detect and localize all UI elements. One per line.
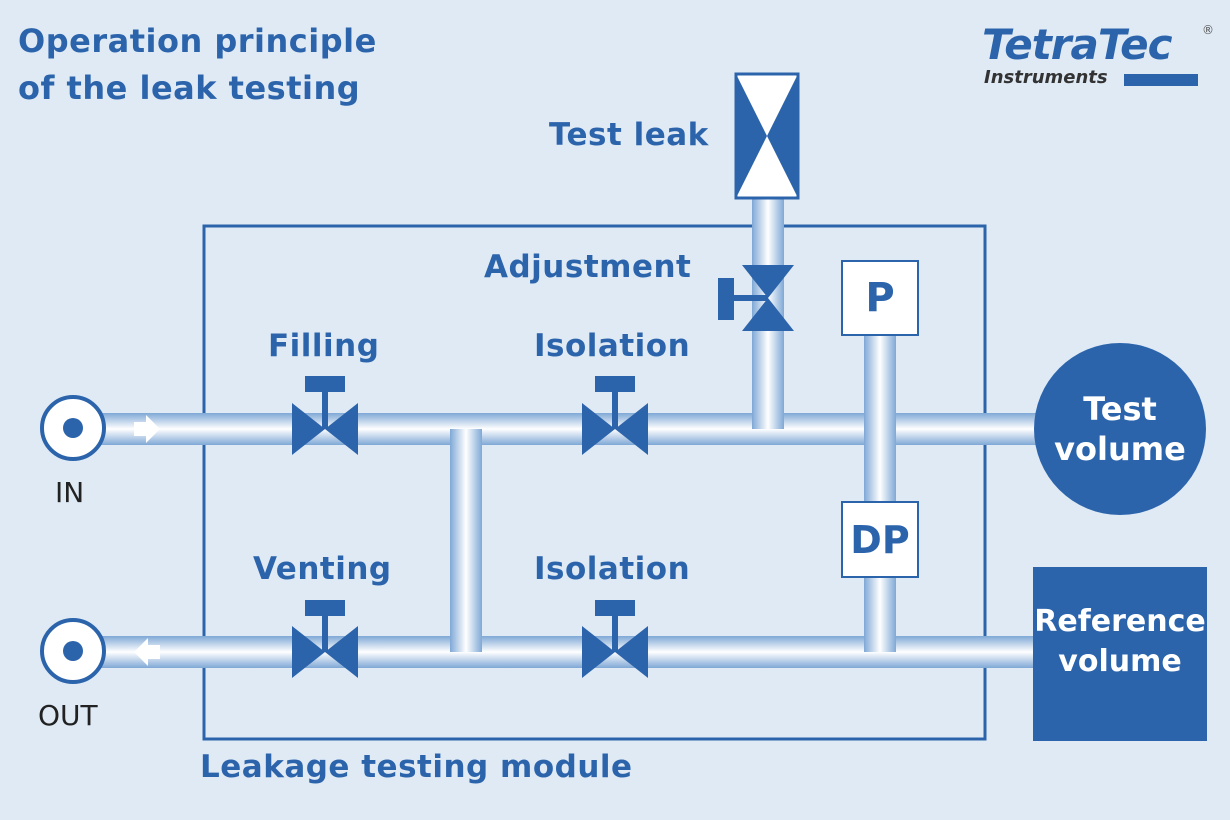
pipe-dp-upper bbox=[864, 429, 896, 501]
title-line-2: of the leak testing bbox=[18, 69, 361, 107]
outflow-arrow-icon bbox=[134, 638, 160, 666]
module-label: Leakage testing module bbox=[200, 749, 633, 785]
adjustment-label: Adjustment bbox=[484, 249, 692, 285]
differential-pressure-sensor-box: DP bbox=[841, 501, 919, 578]
logo-brand: TetraTec bbox=[982, 20, 1172, 69]
pressure-sensor-label: P bbox=[865, 275, 895, 321]
pipe-bottom-main bbox=[100, 636, 1040, 668]
isolation-bottom-label: Isolation bbox=[534, 551, 691, 587]
logo-subtitle: Instruments bbox=[984, 67, 1108, 88]
adjustment-valve-icon bbox=[718, 265, 794, 331]
title-line-1: Operation principle bbox=[18, 22, 377, 60]
logo-registered-mark: ® bbox=[1202, 23, 1214, 37]
reference-volume-tank bbox=[1033, 567, 1207, 741]
test-volume-line-1: Test bbox=[1083, 390, 1157, 428]
pipe-top-main bbox=[100, 413, 1040, 445]
venting-label: Venting bbox=[253, 551, 392, 587]
isolation-valve-bottom-icon bbox=[582, 600, 648, 678]
test-volume-label: Test volume bbox=[1034, 389, 1206, 469]
inflow-arrow-icon bbox=[134, 415, 160, 443]
pipe-cross-connector bbox=[450, 429, 482, 652]
in-port-icon bbox=[40, 395, 106, 461]
pipe-dp-lower bbox=[864, 578, 896, 652]
pressure-sensor-box: P bbox=[841, 260, 919, 336]
tetratec-logo: TetraTec ® Instruments bbox=[982, 24, 1214, 94]
reference-volume-line-2: volume bbox=[1058, 644, 1182, 679]
venting-valve-icon bbox=[292, 600, 358, 678]
test-leak-icon bbox=[734, 72, 800, 200]
test-volume-line-2: volume bbox=[1054, 430, 1186, 468]
filling-label: Filling bbox=[268, 328, 380, 364]
logo-bar bbox=[1124, 74, 1198, 86]
isolation-top-label: Isolation bbox=[534, 328, 691, 364]
out-port-label: OUT bbox=[38, 699, 98, 732]
module-boundary bbox=[202, 224, 987, 741]
test-volume-tank bbox=[1034, 343, 1206, 515]
filling-valve-icon bbox=[292, 376, 358, 455]
reference-volume-label: Reference volume bbox=[1033, 602, 1207, 682]
out-port-icon bbox=[40, 618, 106, 684]
in-port-label: IN bbox=[55, 476, 85, 509]
differential-pressure-label: DP bbox=[850, 517, 910, 562]
isolation-valve-top-icon bbox=[582, 376, 648, 455]
reference-volume-line-1: Reference bbox=[1034, 604, 1206, 639]
diagram-title: Operation principle of the leak testing bbox=[18, 18, 377, 112]
pipe-pressure-sensor bbox=[864, 336, 896, 429]
test-leak-label: Test leak bbox=[549, 117, 709, 153]
